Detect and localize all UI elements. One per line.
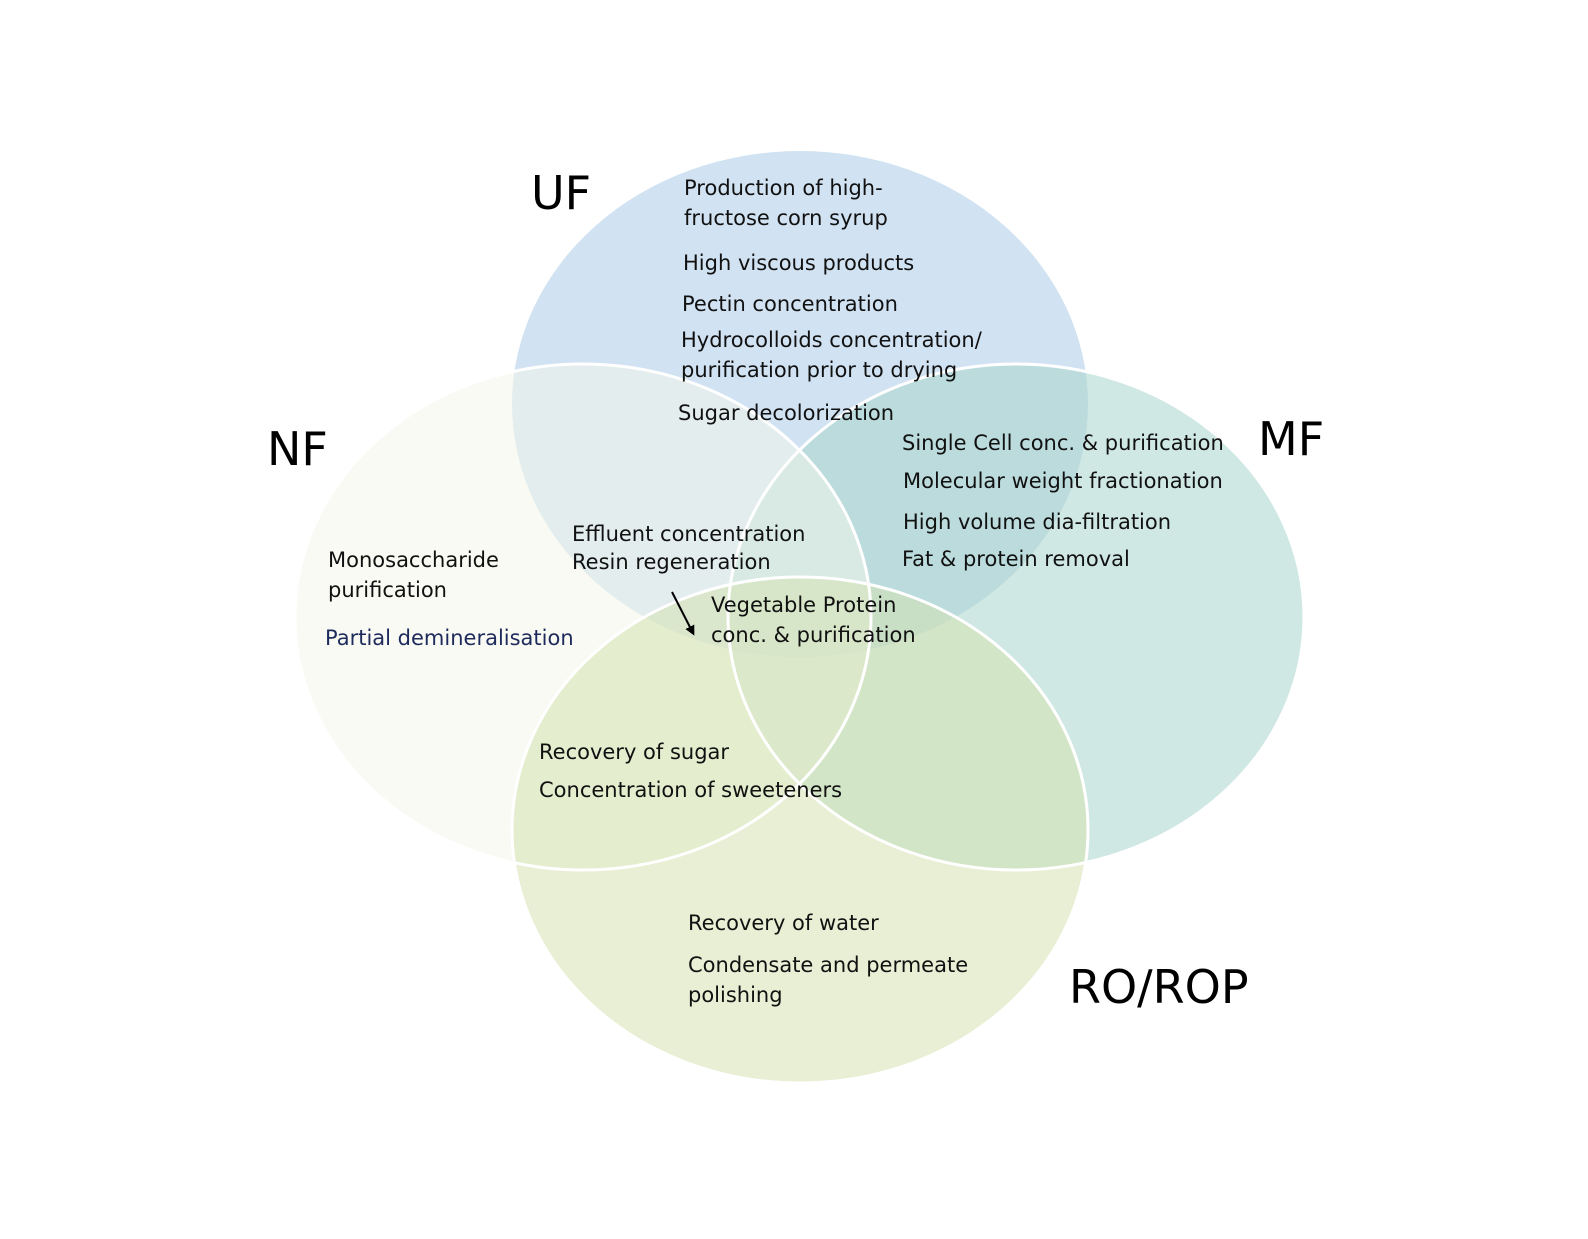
nf-circle-outline xyxy=(293,362,873,872)
uf-item-syrup: Production of high- fructose corn syrup xyxy=(684,173,888,233)
nf-ro-item-sugar-recovery: Recovery of sugar xyxy=(539,740,730,764)
mf-circle-outline xyxy=(726,362,1306,872)
ro-item-condensate: Condensate and permeate polishing xyxy=(688,950,968,1010)
center-item-vegetable-protein: Vegetable Protein conc. & purification xyxy=(711,590,916,650)
mf-item-fat-protein: Fat & protein removal xyxy=(902,547,1130,571)
nf-uf-item-effluent: Effluent concentration xyxy=(572,522,806,546)
pointer-arrow xyxy=(671,591,695,636)
ro-circle-outline xyxy=(510,575,1090,1085)
mf-item-dia-filtration: High volume dia-filtration xyxy=(903,510,1172,534)
nf-item-monosaccharide-line-1: Monosaccharide xyxy=(328,548,499,572)
uf-item-hydrocolloids: Hydrocolloids concentration/ purificatio… xyxy=(681,325,982,385)
uf-item-sugar-decolorization: Sugar decolorization xyxy=(678,401,895,425)
ro-item-water: Recovery of water xyxy=(688,911,879,935)
ro-item-condensate-line-2: polishing xyxy=(688,983,783,1007)
nf-item-demineralisation: Partial demineralisation xyxy=(325,626,574,650)
uf-item-syrup-line-1: Production of high- xyxy=(684,176,883,200)
mf-item-mw-fractionation: Molecular weight fractionation xyxy=(903,469,1223,493)
uf-item-viscous: High viscous products xyxy=(683,251,915,275)
ro-label: RO/ROP xyxy=(1069,960,1249,1014)
ro-circle xyxy=(512,577,1088,1083)
mf-item-single-cell: Single Cell conc. & purification xyxy=(902,431,1224,455)
center-item-vegetable-protein-line-2: conc. & purification xyxy=(711,623,916,647)
uf-label: UF xyxy=(531,166,592,220)
center-item-vegetable-protein-line-1: Vegetable Protein xyxy=(711,593,897,617)
uf-item-pectin: Pectin concentration xyxy=(682,292,898,316)
nf-item-monosaccharide-line-2: purification xyxy=(328,578,447,602)
uf-item-hydrocolloids-line-2: purification prior to drying xyxy=(681,358,958,382)
nf-uf-item-resin: Resin regeneration xyxy=(572,550,771,574)
nf-ro-item-sweeteners: Concentration of sweeteners xyxy=(539,778,843,802)
mf-label: MF xyxy=(1258,412,1325,466)
nf-label: NF xyxy=(267,422,328,476)
ro-item-condensate-line-1: Condensate and permeate xyxy=(688,953,969,977)
uf-item-syrup-line-2: fructose corn syrup xyxy=(684,206,888,230)
uf-item-hydrocolloids-line-1: Hydrocolloids concentration/ xyxy=(681,328,982,352)
nf-item-monosaccharide: Monosaccharide purification xyxy=(328,545,499,605)
